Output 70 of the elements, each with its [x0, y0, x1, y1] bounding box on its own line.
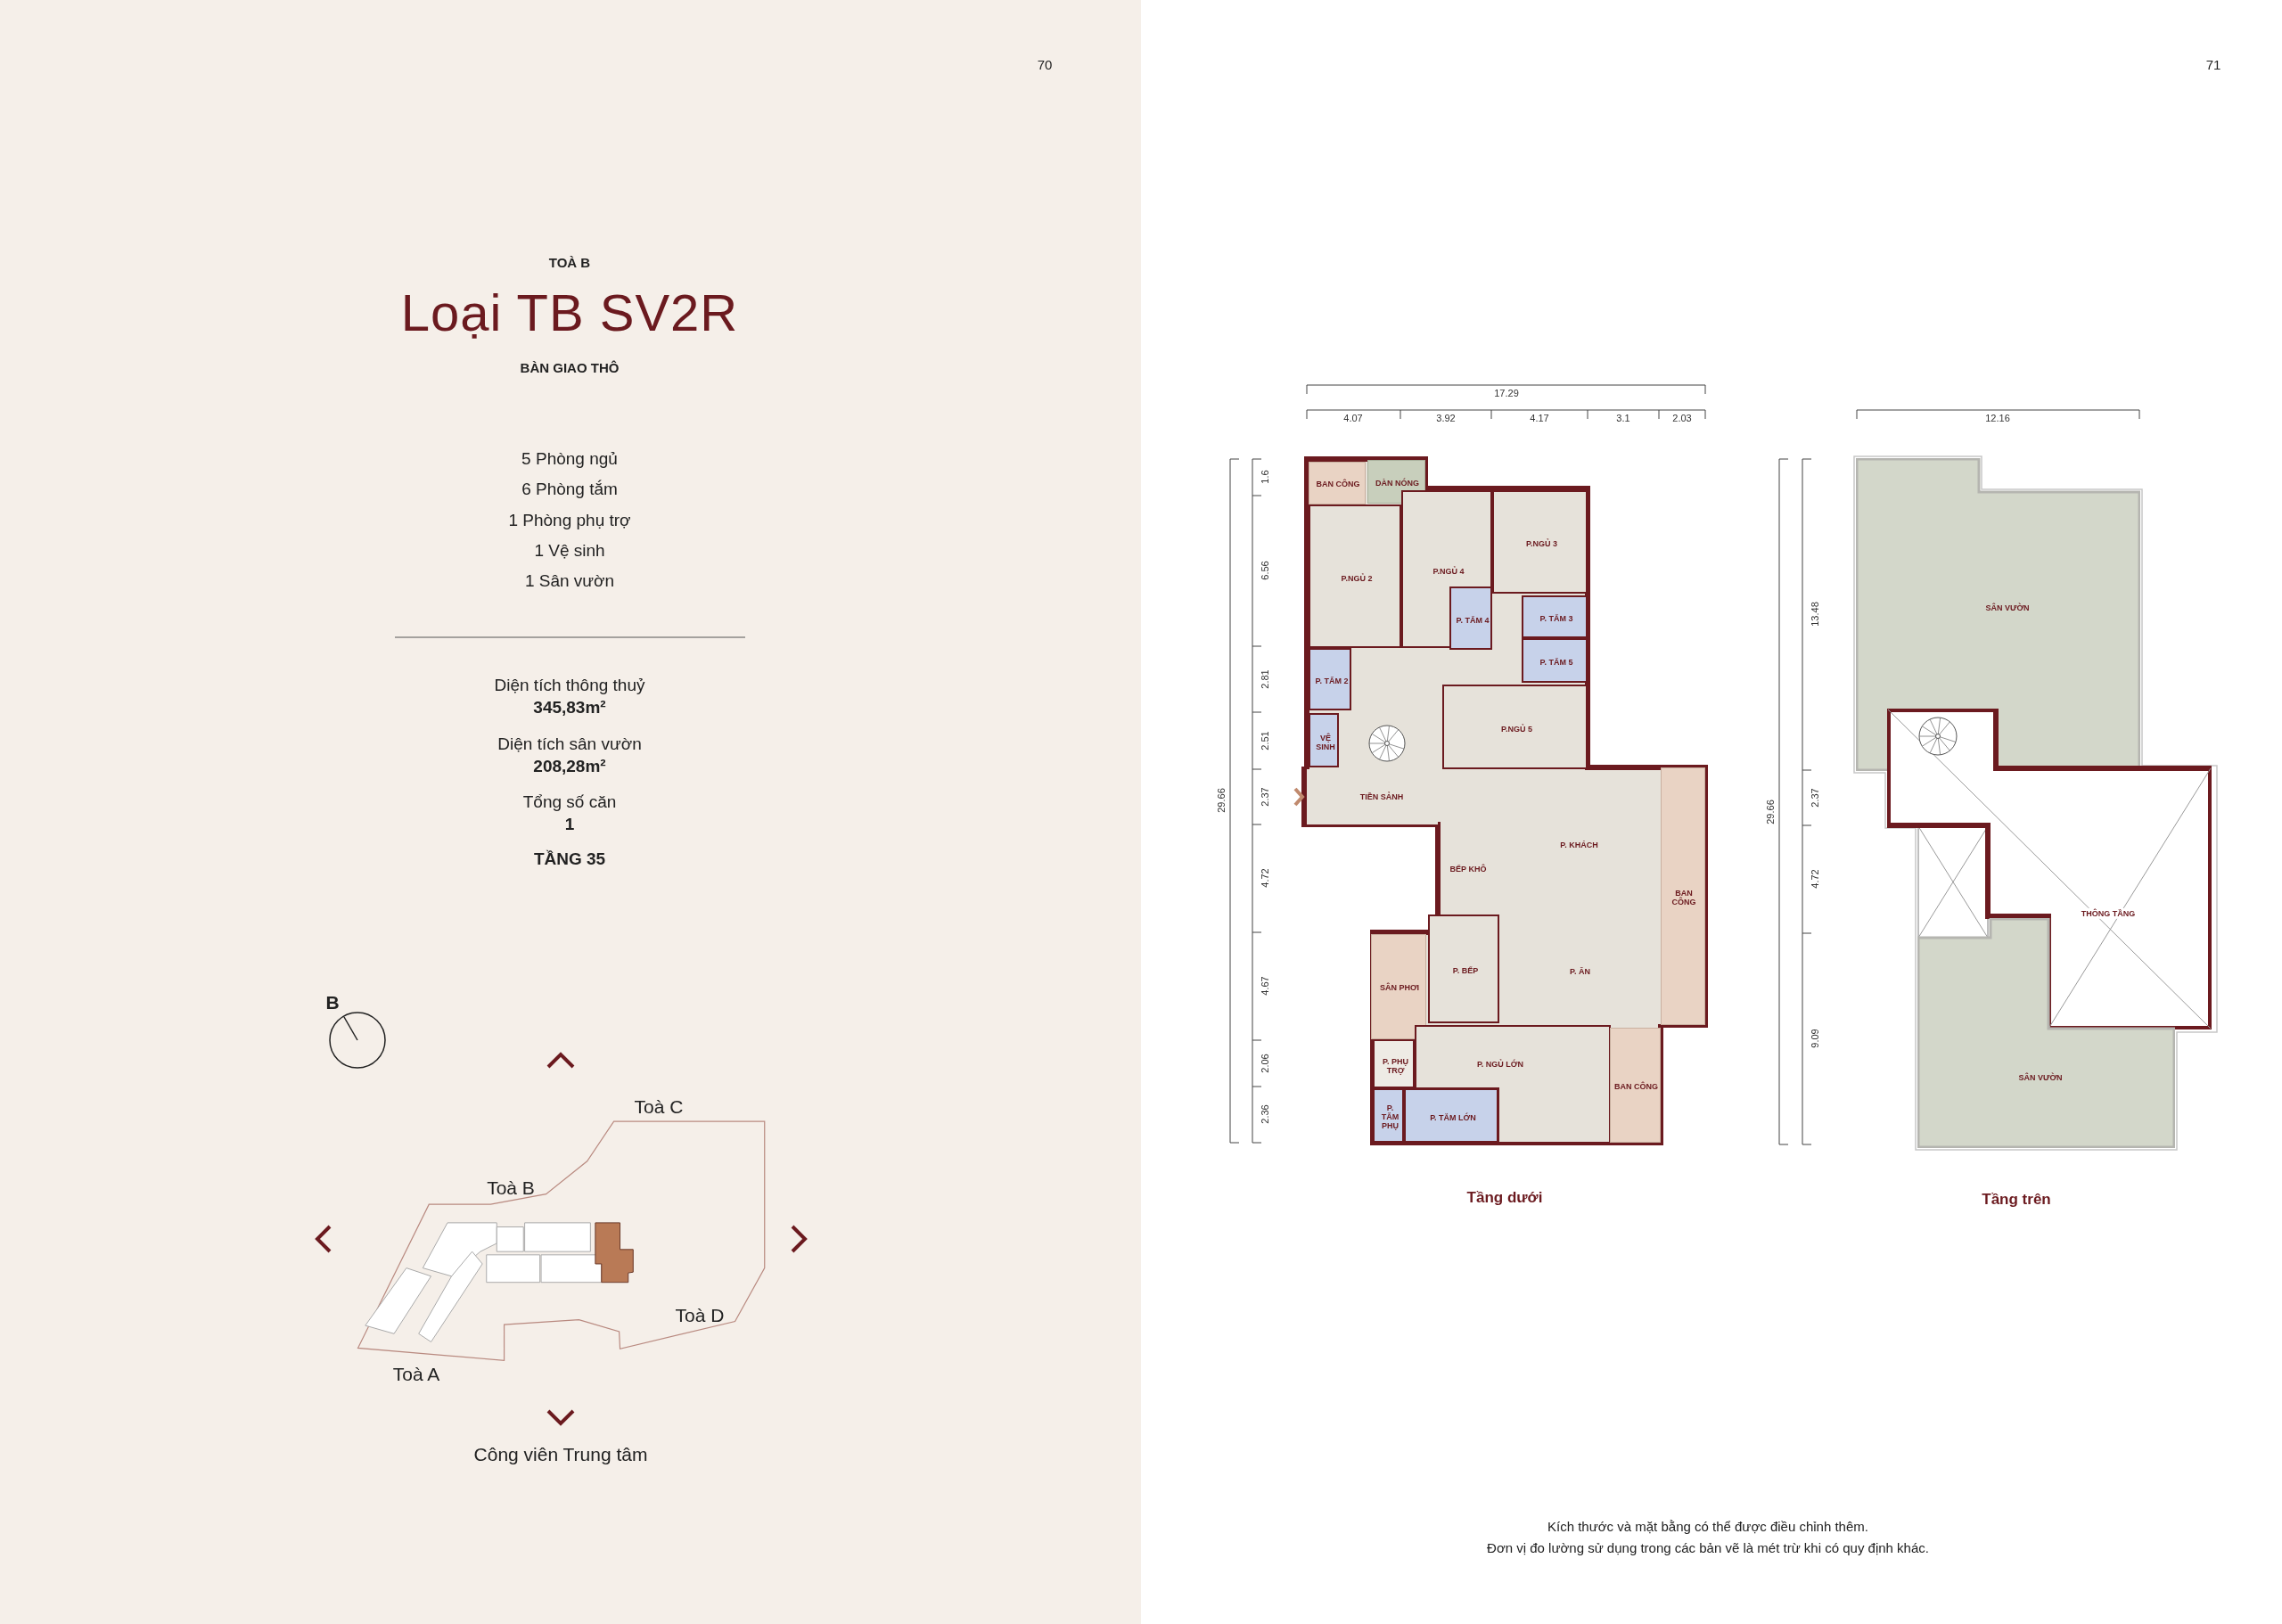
feature-text: Diện tích sân vườn [497, 734, 642, 754]
dimension-label: 4.07 [1343, 413, 1363, 423]
balcony-area: BAN CÔNG [1309, 462, 1366, 504]
dimension-label: 2.51 [1260, 731, 1270, 750]
dimension-label: 1.6 [1260, 470, 1270, 484]
balcony-area: SÂN PHƠI [1371, 934, 1426, 1039]
floor-caption: Tầng trên [1982, 1191, 2051, 1209]
dimension-label: 4.17 [1530, 413, 1549, 423]
dimension-label: 2.37 [1260, 787, 1270, 807]
dimension-label: 29.66 [1216, 788, 1227, 813]
room: P.NGỦ 5 [1442, 685, 1588, 769]
floor-caption: Tầng dưới [1466, 1189, 1543, 1207]
dimension-label: 29.66 [1765, 800, 1776, 824]
building-label: B [325, 992, 340, 1013]
subheading: TOÀ B [548, 254, 591, 270]
feature-text: 1 Vệ sinh [534, 541, 605, 561]
dimension-label: 12.16 [1985, 413, 2010, 423]
bathroom: P. TẮM 4 [1449, 586, 1492, 650]
dimension-label: 2.37 [1810, 788, 1820, 808]
dimension-label: 2.36 [1260, 1104, 1270, 1124]
void-area: THÔNG TẦNG [1887, 709, 2212, 1029]
garden-area: SÂN VƯỜN [1917, 918, 2175, 1148]
feature-text: 5 Phòng ngủ [521, 449, 618, 469]
dimension-label: 4.67 [1260, 976, 1270, 996]
page-number: 71 [2205, 56, 2221, 72]
footnote: Kích thước và mặt bằng có thể được điều chỉnh thêm. [1547, 1518, 1868, 1534]
bathroom: P. TẮM 5 [1522, 638, 1588, 683]
dimension-label: 2.81 [1260, 669, 1270, 689]
bathroom: P. TẮM PHỤ [1373, 1088, 1404, 1143]
feature-text: 1 Sân vườn [524, 571, 615, 591]
dimension-label: 4.72 [1260, 868, 1270, 888]
site-label: Toà D [675, 1305, 725, 1326]
dimension-label: 4.72 [1810, 869, 1820, 889]
site-label: Toà A [392, 1364, 440, 1385]
page-number: 70 [1037, 56, 1053, 72]
bathroom: P. TẮM 2 [1309, 648, 1351, 710]
footnote: Đơn vị đo lường sử dụng trong các bản vẽ là mét trừ khi có quy định khác. [1487, 1539, 1929, 1555]
room: P.NGỦ 2 [1309, 504, 1401, 648]
bathroom: VỆ SINH [1309, 713, 1339, 767]
open-area: TIỀN SẢNH [1307, 769, 1438, 824]
site-label: Công viên Trung tâm [473, 1444, 648, 1465]
site-label: Toà C [634, 1096, 684, 1118]
room: P. PHỤ TRỢ [1373, 1039, 1415, 1088]
dimension-label: 3.92 [1436, 413, 1456, 423]
room: P.NGỦ 3 [1492, 490, 1588, 594]
title: Loại TB SV2R [400, 282, 739, 342]
dimension-label: 6.56 [1260, 561, 1270, 580]
subheading: BÀN GIAO THÔ [520, 359, 620, 375]
value-text: 1 [564, 815, 575, 834]
site-label: Toà B [487, 1177, 535, 1199]
dimension-label: 2.06 [1260, 1054, 1270, 1073]
feature-text: 6 Phòng tắm [521, 480, 618, 499]
room: P.NGỦ 4 P. TẮM 4 [1401, 490, 1492, 648]
bathroom: P. TẮM 3 [1522, 595, 1588, 638]
balcony-area: BAN CÔNG [1610, 1028, 1661, 1143]
garden-area: SÂN VƯỜN [1856, 458, 2140, 771]
dimension-label: 2.03 [1672, 413, 1692, 423]
feature-text: 1 Phòng phụ trợ [508, 511, 631, 530]
dimension-label: 17.29 [1494, 388, 1519, 398]
feature-text: Diện tích thông thuỷ [494, 676, 645, 695]
feature-text: Tổng số căn [522, 792, 617, 812]
dimension-label: 9.09 [1810, 1029, 1820, 1048]
bathroom: P. TẮM LỚN [1404, 1088, 1498, 1143]
value-text: 345,83m² [533, 698, 606, 718]
balcony-area: BAN CÔNG [1661, 767, 1705, 1025]
dimension-label: 3.1 [1616, 413, 1630, 423]
dimension-label: 13.48 [1810, 602, 1820, 627]
value-text: TẦNG 35 [533, 849, 606, 869]
room: P. BẾP [1428, 915, 1499, 1023]
value-text: 208,28m² [533, 757, 606, 776]
